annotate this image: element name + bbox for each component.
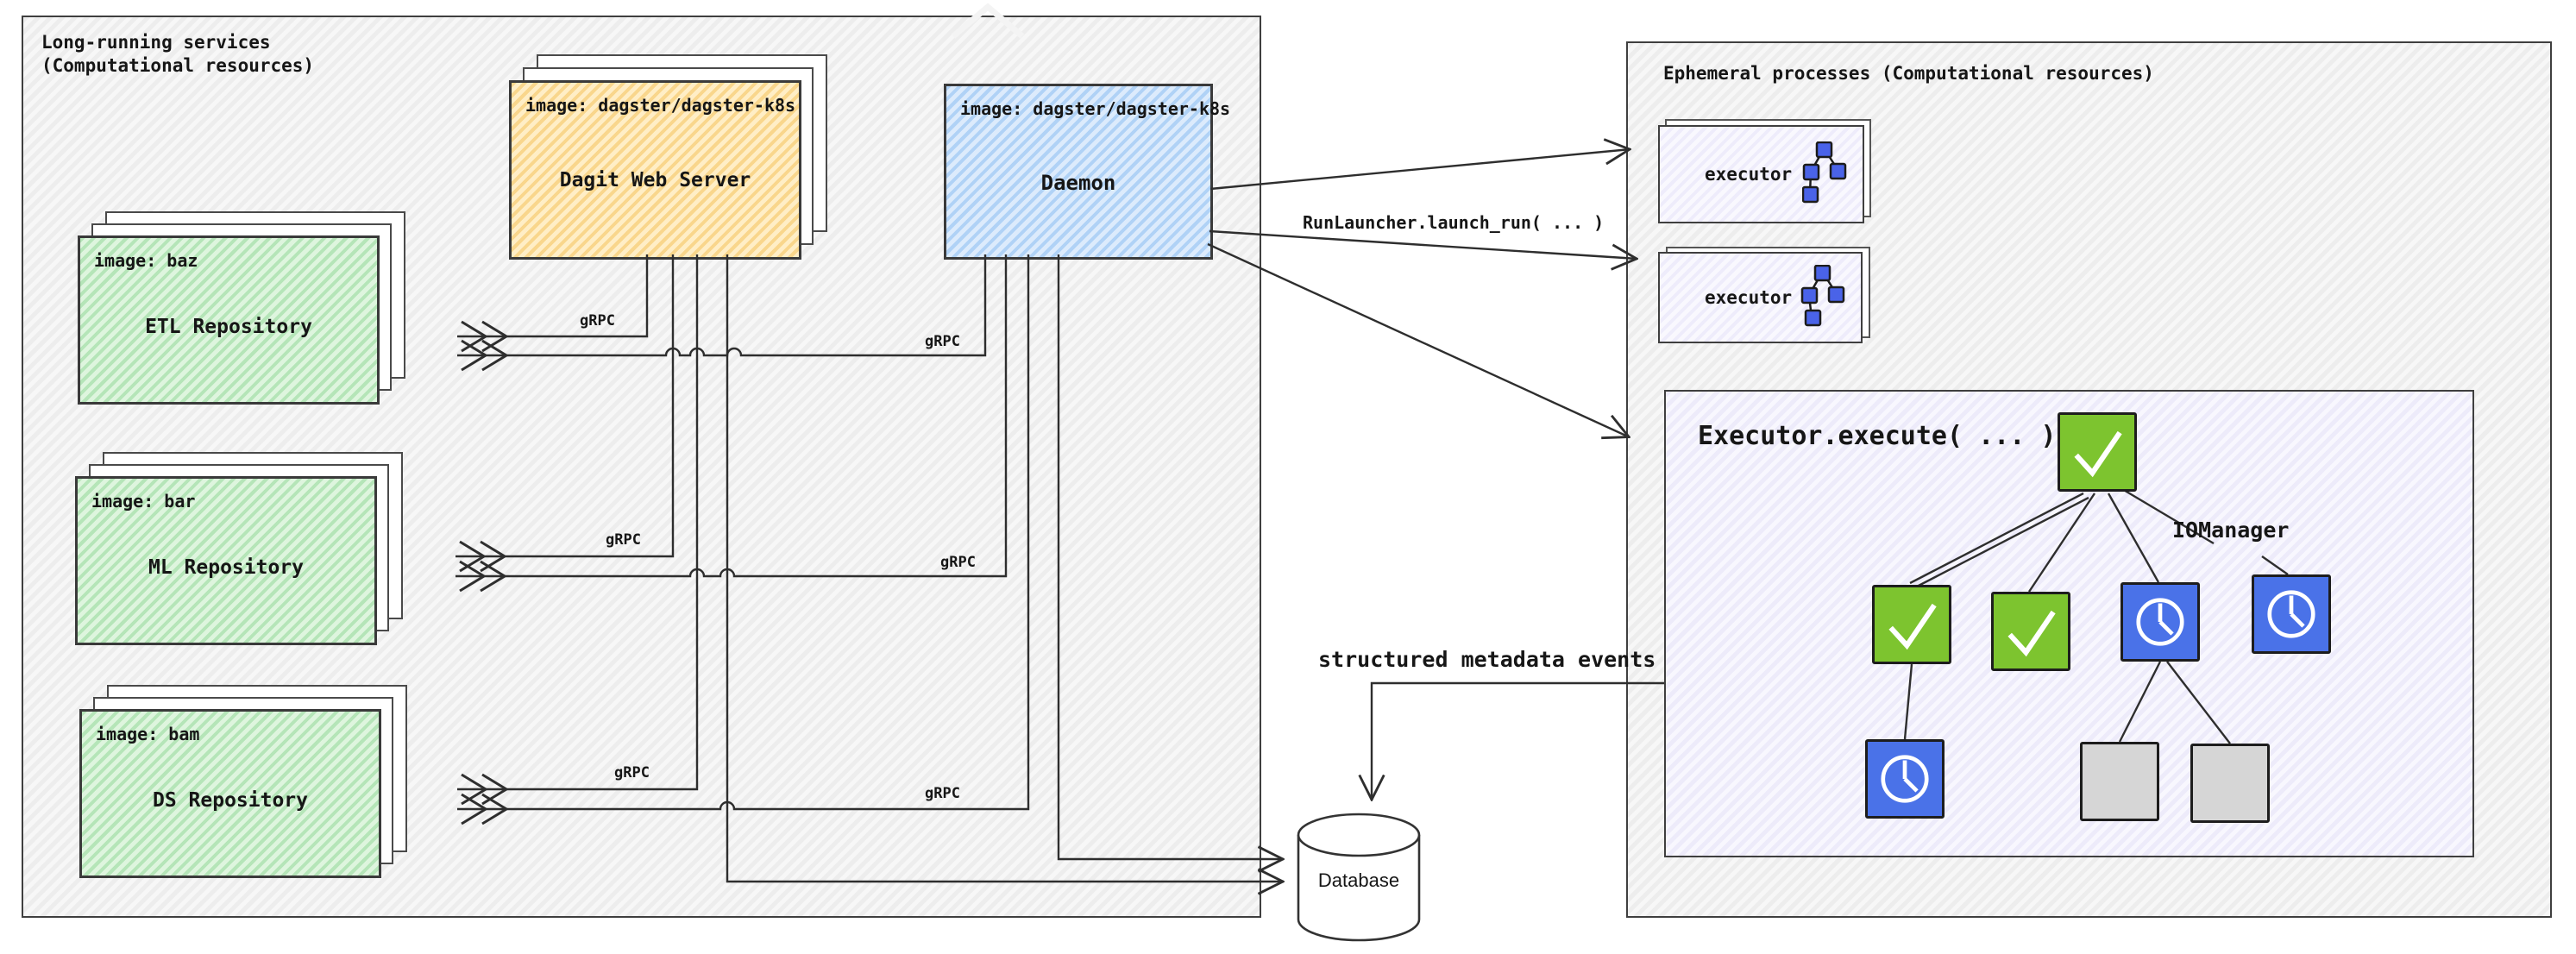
daemon-card: image: dagster/dagster-k8s Daemon [944, 84, 1230, 260]
database-label: Database [1317, 869, 1400, 891]
ds-repository-card: image: bam DS Repository [79, 709, 381, 878]
ml-image-label: image: bar [91, 491, 196, 512]
dag-node-success [2058, 412, 2137, 492]
clock-icon [1881, 755, 1929, 803]
long-running-services-label: Long-running services (Computational res… [41, 32, 315, 76]
check-icon [2074, 430, 2122, 478]
etl-image-label: image: baz [94, 250, 198, 271]
clock-icon [2136, 598, 2184, 646]
dagit-web-server-card: image: dagster/dagster-k8s Dagit Web Ser… [509, 80, 801, 260]
grpc-label-etl-daemon: gRPC [925, 333, 960, 350]
clock-icon [2267, 590, 2315, 638]
dag-node-success [1991, 592, 2070, 671]
ml-repository-card: image: bar ML Repository [75, 476, 377, 645]
dag-node-skipped [2190, 744, 2270, 823]
grpc-label-etl-dagit: gRPC [580, 312, 615, 330]
executor-2-label: executor [1705, 287, 1793, 308]
executor-1-box: executor [1658, 125, 1864, 223]
ds-image-label: image: bam [96, 724, 200, 744]
dag-mini-graph-icon [1800, 264, 1845, 330]
grpc-label-ds-dagit: gRPC [614, 764, 650, 781]
ds-title: DS Repository [152, 789, 308, 812]
etl-repository-card: image: baz ETL Repository [78, 235, 380, 405]
executor-1-label: executor [1705, 164, 1793, 185]
events-to-database-line [1372, 681, 1664, 800]
structured-metadata-events-label: structured metadata events [1318, 647, 1656, 672]
daemon-to-executor2-arrow [1209, 229, 1637, 259]
dag-node-pending [2120, 582, 2200, 662]
grpc-label-ds-daemon: gRPC [925, 785, 960, 802]
grpc-label-ml-dagit: gRPC [606, 531, 641, 549]
dag-node-pending [2252, 574, 2331, 654]
dag-mini-graph-icon [1801, 141, 1847, 207]
daemon-to-executor1-arrow [1209, 149, 1630, 191]
iomanager-label: IOManager [2172, 518, 2290, 543]
executor-2-box: executor [1658, 252, 1863, 343]
dagit-title: Dagit Web Server [559, 169, 751, 191]
etl-title: ETL Repository [145, 316, 312, 338]
dag-node-pending [1865, 739, 1945, 819]
run-launcher-label: RunLauncher.launch_run( ... ) [1303, 212, 1605, 233]
dagit-image-label: image: dagster/dagster-k8s [525, 95, 796, 116]
daemon-image-label: image: dagster/dagster-k8s [960, 98, 1231, 119]
executor-execute-title: Executor.execute( ... ) [1698, 421, 2057, 451]
dag-node-skipped [2080, 742, 2159, 821]
grpc-label-ml-daemon: gRPC [940, 554, 976, 571]
check-icon [2007, 610, 2056, 657]
ml-title: ML Repository [148, 556, 304, 579]
check-icon [1888, 603, 1937, 650]
dag-node-success [1872, 585, 1951, 664]
daemon-title: Daemon [1040, 171, 1116, 195]
daemon-to-executor-box-arrow [1207, 242, 1630, 437]
ephemeral-processes-label: Ephemeral processes (Computational resou… [1663, 63, 2154, 84]
